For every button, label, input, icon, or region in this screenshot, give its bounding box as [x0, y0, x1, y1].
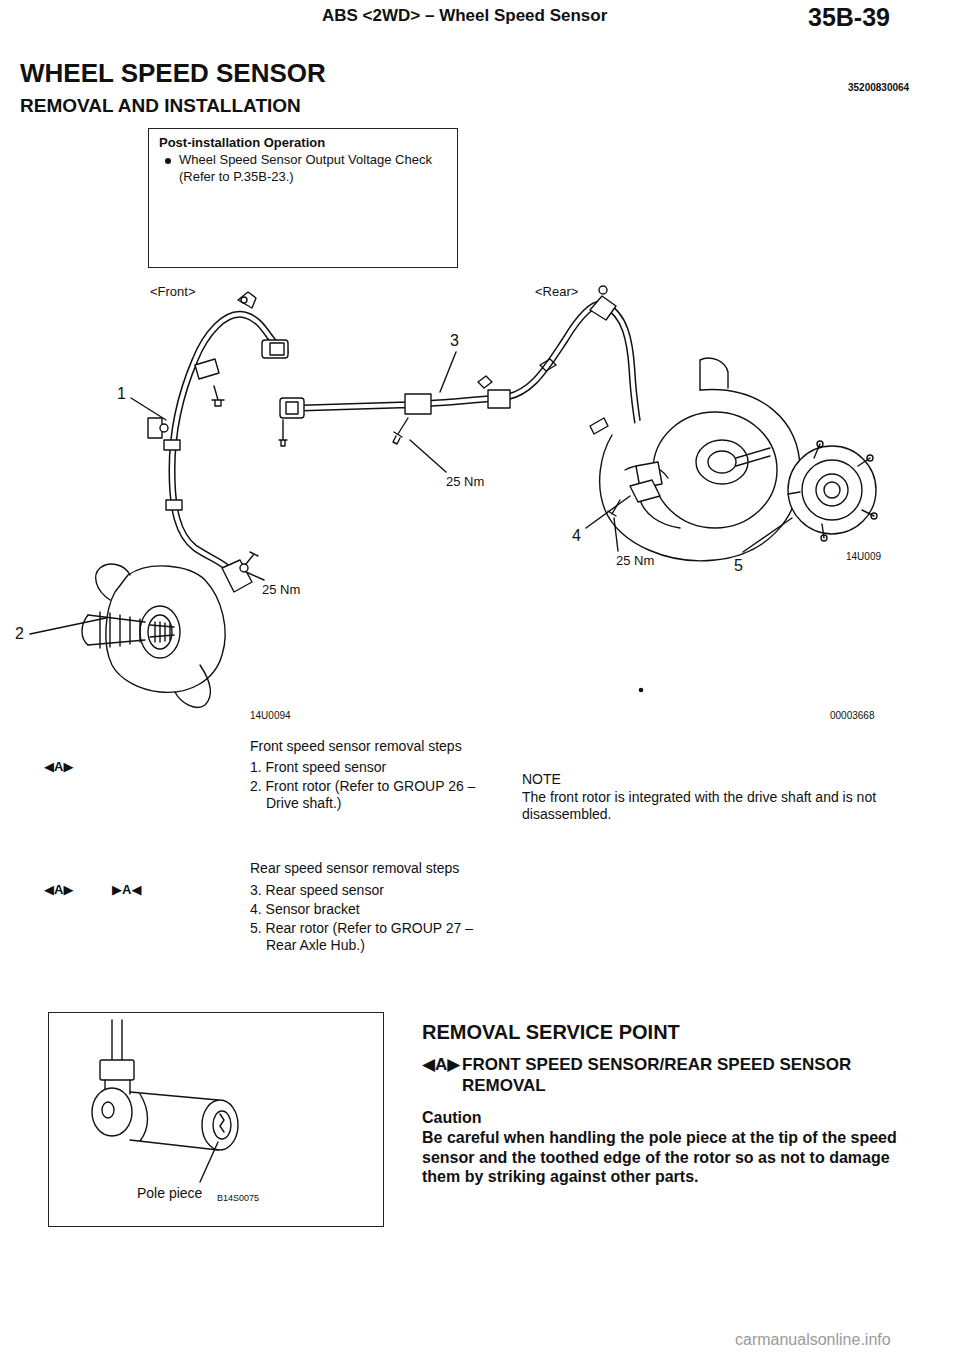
box-heading: Post-installation Operation	[159, 135, 447, 152]
page-title: WHEEL SPEED SENSOR	[20, 58, 326, 90]
figure-code: 14U0094	[250, 710, 291, 722]
steps-heading: Rear speed sensor removal steps	[250, 860, 459, 877]
service-heading: FRONT SPEED SENSOR/REAR SPEED SENSOR REM…	[462, 1055, 902, 1096]
step-item: 2. Front rotor (Refer to GROUP 26 – Driv…	[250, 778, 506, 812]
torque-value: 25 Nm	[262, 582, 300, 598]
step-item: 3. Rear speed sensor	[250, 882, 384, 899]
callout-number: 2	[15, 624, 24, 644]
caution-text: Be careful when handling the pole piece …	[422, 1128, 902, 1187]
torque-value: 25 Nm	[446, 474, 484, 490]
info-box: Post-installation OperationWheel Speed S…	[148, 128, 458, 268]
section-heading: REMOVAL AND INSTALLATION	[20, 94, 301, 117]
note-text: The front rotor is integrated with the d…	[522, 789, 902, 823]
running-header: ABS <2WD> – Wheel Speed Sensor	[322, 6, 607, 27]
view-label: <Rear>	[535, 284, 578, 300]
front-sensor-figure	[30, 292, 288, 707]
part-name: Pole piece	[137, 1185, 202, 1201]
pole-piece-figure	[92, 1020, 238, 1182]
service-mark: ◀A▶	[422, 1055, 460, 1076]
reference-code: 35200830064	[848, 82, 909, 94]
figure-code: B14S0075	[217, 1193, 259, 1203]
torque-value: 25 Nm	[616, 553, 654, 569]
figure-code: 00003668	[830, 710, 875, 722]
view-label: <Front>	[150, 284, 196, 300]
service-mark: ◀A▶	[44, 882, 73, 898]
step-item: 4. Sensor bracket	[250, 901, 360, 918]
callout-number: 4	[572, 526, 581, 546]
callout-number: 1	[117, 384, 126, 404]
callout-number: 5	[734, 556, 743, 576]
callout-number: 3	[450, 331, 459, 351]
service-mark: ◀A▶	[44, 759, 73, 775]
steps-heading: Front speed sensor removal steps	[250, 738, 462, 755]
caution-heading: Caution	[422, 1108, 482, 1128]
figure-code: 14U009	[846, 551, 881, 563]
service-mark: ▶A◀	[112, 882, 141, 898]
figure-box: Pole pieceB14S0075	[48, 1012, 384, 1227]
note-heading: NOTE	[522, 771, 561, 788]
box-item: Wheel Speed Sensor Output Voltage Check …	[159, 152, 447, 186]
rear-sensor-figure	[279, 286, 877, 561]
step-item: 1. Front speed sensor	[250, 759, 386, 776]
section-heading: REMOVAL SERVICE POINT	[422, 1020, 680, 1044]
watermark: carmanualsonline.info	[735, 1330, 891, 1350]
step-item: 5. Rear rotor (Refer to GROUP 27 – Rear …	[250, 920, 496, 954]
page-number: 35B-39	[808, 2, 890, 33]
